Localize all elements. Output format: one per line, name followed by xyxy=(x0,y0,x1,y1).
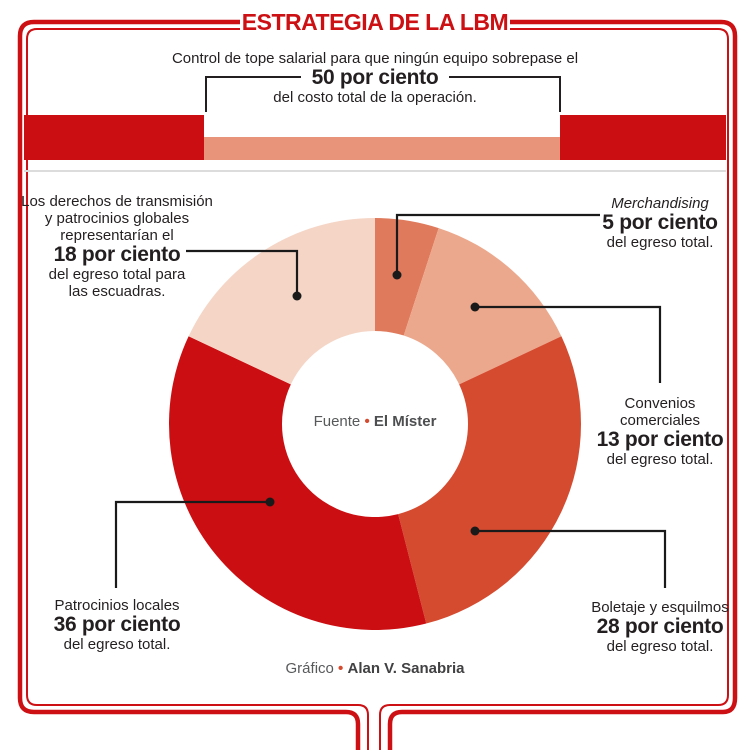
callout-patrocinios-line: Patrocinios locales xyxy=(54,597,180,614)
callout-transmision-line: Los derechos de transmisión xyxy=(21,193,213,210)
source-prefix: Fuente xyxy=(313,413,361,430)
bullet-icon: • xyxy=(338,660,344,677)
callout-transmision-line: del egreso total para xyxy=(48,266,186,283)
border-inner-left xyxy=(26,28,369,750)
salary-cap-note: Control de tope salarial para que ningún… xyxy=(125,50,625,106)
credit-label: Gráfico • Alan V. Sanabria xyxy=(225,660,525,677)
callout-merchandising-label: Merchandising xyxy=(611,195,709,212)
cap-bracket-right xyxy=(449,76,561,112)
leader-convenios xyxy=(475,305,662,383)
cap-bar-left-segment xyxy=(24,115,204,160)
leader-dot-boletaje xyxy=(470,526,480,536)
donut-segment-patrocinios-locales xyxy=(169,336,427,631)
border-outer-right xyxy=(387,19,738,750)
donut-segment-boletaje-y-esquilmos xyxy=(398,336,581,624)
callout-merchandising-value: 5 por ciento xyxy=(602,211,718,234)
bullet-icon: • xyxy=(364,413,370,430)
callout-transmision-line: representarían el xyxy=(60,227,174,244)
callout-convenios-line: del egreso total. xyxy=(606,451,714,468)
salary-cap-line2: del costo total de la operación. xyxy=(273,89,477,106)
leader-dot-patrocinios xyxy=(265,497,275,507)
donut-segment-merchandising xyxy=(375,218,439,336)
cap-bracket-left xyxy=(205,76,301,112)
callout-convenios-line: comerciales xyxy=(619,412,701,429)
callout-boletaje: Boletaje y esquilmos 28 por ciento del e… xyxy=(560,599,750,655)
callout-boletaje-value: 28 por ciento xyxy=(596,615,724,638)
callout-transmision-line: y patrocinios globales xyxy=(44,210,190,227)
callout-convenios: Convenios comerciales 13 por ciento del … xyxy=(565,395,750,468)
donut-segment-derechos-de-transmision-y-patrocinios-globales xyxy=(188,218,375,385)
cap-bar-underline xyxy=(24,170,726,172)
callout-transmision-value: 18 por ciento xyxy=(53,243,181,266)
leader-dot-convenios xyxy=(470,302,480,312)
source-name: El Míster xyxy=(373,413,437,430)
callout-transmision-line: las escuadras. xyxy=(68,283,166,300)
credit-prefix: Gráfico xyxy=(285,660,334,677)
callout-boletaje-line: Boletaje y esquilmos xyxy=(591,599,729,616)
credit-name: Alan V. Sanabria xyxy=(347,660,465,677)
leader-merchandising xyxy=(395,213,600,271)
callout-convenios-line: Convenios xyxy=(624,395,696,412)
callout-patrocinios-line: del egreso total. xyxy=(63,636,171,653)
leader-patrocinios xyxy=(114,500,270,588)
callout-boletaje-line: del egreso total. xyxy=(606,638,714,655)
leader-dot-merchandising xyxy=(392,270,402,280)
callout-merchandising: Merchandising 5 por ciento del egreso to… xyxy=(565,195,750,251)
cap-bar-right-segment xyxy=(560,115,726,160)
callout-merchandising-line: del egreso total. xyxy=(606,234,714,251)
salary-cap-line1: Control de tope salarial para que ningún… xyxy=(171,50,579,67)
leader-boletaje xyxy=(475,529,667,588)
callout-patrocinios: Patrocinios locales 36 por ciento del eg… xyxy=(7,597,227,653)
leader-dot-transmision xyxy=(292,291,302,301)
border-outer-left xyxy=(17,19,361,750)
callout-patrocinios-value: 36 por ciento xyxy=(53,613,181,636)
callout-convenios-value: 13 por ciento xyxy=(596,428,724,451)
salary-cap-value: 50 por ciento xyxy=(311,66,439,89)
cap-bar-middle-segment xyxy=(204,137,560,160)
source-label: Fuente • El Míster xyxy=(275,413,475,430)
callout-transmision: Los derechos de transmisión y patrocinio… xyxy=(2,193,232,300)
leader-transmision xyxy=(186,249,299,292)
border-inner-right xyxy=(379,28,729,750)
page-title: ESTRATEGIA DE LA LBM xyxy=(241,9,509,35)
